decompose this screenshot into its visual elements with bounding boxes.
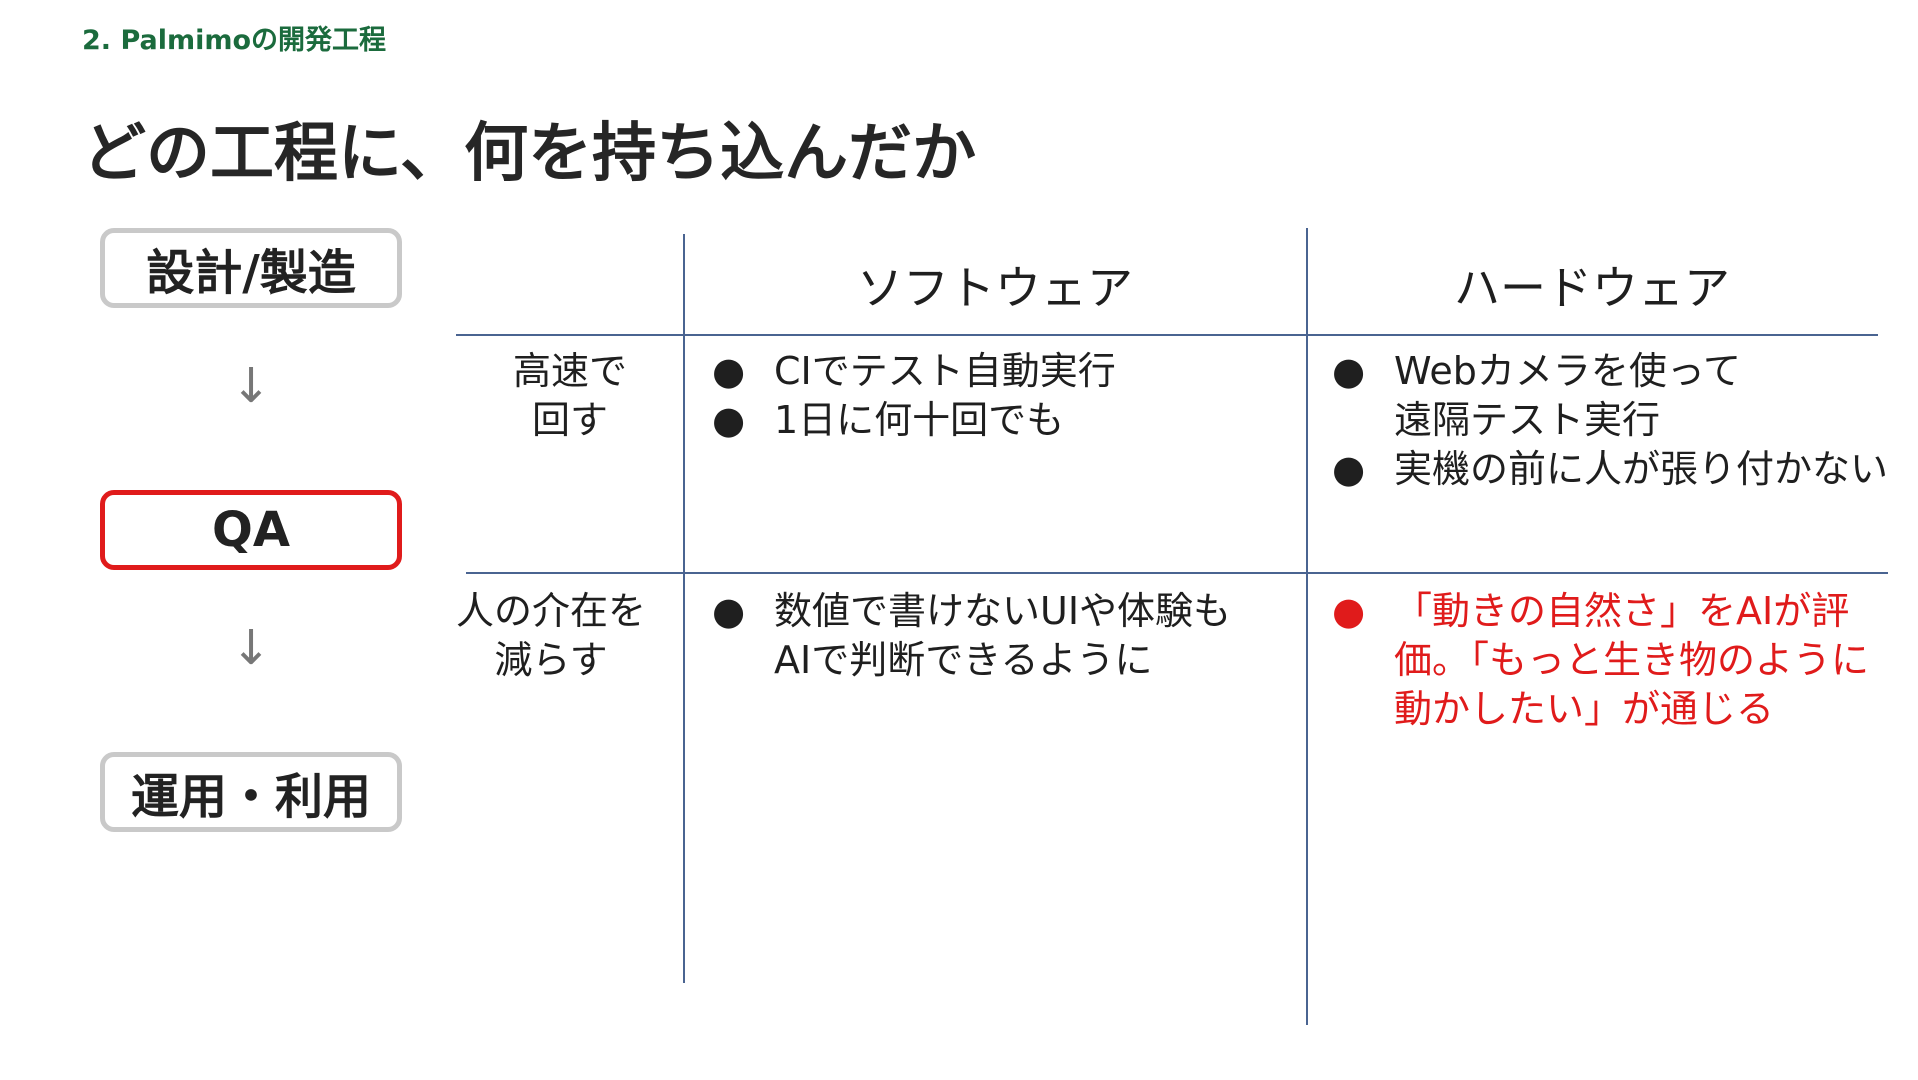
bullet-icon: ● (1332, 447, 1366, 491)
page-title: どの工程に、何を持ち込んだか (82, 117, 977, 191)
row-header-speed: 高速で 回す (512, 349, 627, 442)
table-divider-horizontal-2 (466, 572, 1888, 574)
column-header-hardware: ハードウェア (1454, 261, 1730, 315)
list-item: ● CIでテスト自動実行 (708, 347, 1116, 396)
bullet-icon: ● (1332, 349, 1366, 393)
table-divider-vertical-2 (1306, 228, 1308, 1025)
section-label: 2. Palmimoの開発工程 (82, 25, 387, 56)
bullet-icon: ● (712, 398, 746, 442)
list-item-text: CIでテスト自動実行 (774, 349, 1116, 393)
cell-reduce-software: ● 数値で書けないUIや体験も AIで判断できるように (708, 587, 1231, 685)
bullet-icon: ● (712, 589, 746, 633)
row-header-reduce: 人の介在を 減らす (455, 589, 646, 682)
list-item: ● 1日に何十回でも (708, 396, 1116, 445)
down-arrow-icon: ↓ (231, 358, 272, 414)
cell-reduce-hardware: ● 「動きの自然さ」をAIが評 価。「もっと生き物のように 動かしたい」が通じる (1328, 587, 1869, 734)
list-item: ● Webカメラを使って 遠隔テスト実行 (1328, 347, 1888, 445)
down-arrow-icon: ↓ (231, 620, 272, 676)
phase-design-box: 設計/製造 (100, 228, 402, 308)
phase-qa-label: QA (212, 502, 290, 558)
bullet-icon: ● (1332, 589, 1366, 633)
list-item-text: 数値で書けないUIや体験も AIで判断できるように (774, 589, 1232, 682)
table-divider-vertical-1 (683, 234, 685, 983)
list-item: ● 数値で書けないUIや体験も AIで判断できるように (708, 587, 1231, 685)
phase-ops-label: 運用・利用 (130, 769, 371, 825)
phase-qa-box: QA (100, 490, 402, 570)
list-item-text: 実機の前に人が張り付かない (1394, 447, 1889, 491)
list-item-text: 「動きの自然さ」をAIが評 価。「もっと生き物のように 動かしたい」が通じる (1394, 589, 1870, 731)
phase-ops-box: 運用・利用 (100, 752, 402, 832)
cell-speed-software: ● CIでテスト自動実行 ● 1日に何十回でも (708, 347, 1116, 445)
list-item: ● 実機の前に人が張り付かない (1328, 445, 1888, 494)
cell-speed-hardware: ● Webカメラを使って 遠隔テスト実行 ● 実機の前に人が張り付かない (1328, 347, 1888, 494)
phase-design-label: 設計/製造 (146, 245, 356, 301)
list-item-text: Webカメラを使って 遠隔テスト実行 (1394, 349, 1741, 442)
table-divider-horizontal-1 (456, 334, 1878, 336)
list-item: ● 「動きの自然さ」をAIが評 価。「もっと生き物のように 動かしたい」が通じる (1328, 587, 1869, 734)
list-item-text: 1日に何十回でも (774, 398, 1065, 442)
column-header-software: ソフトウェア (857, 261, 1133, 315)
bullet-icon: ● (712, 349, 746, 393)
